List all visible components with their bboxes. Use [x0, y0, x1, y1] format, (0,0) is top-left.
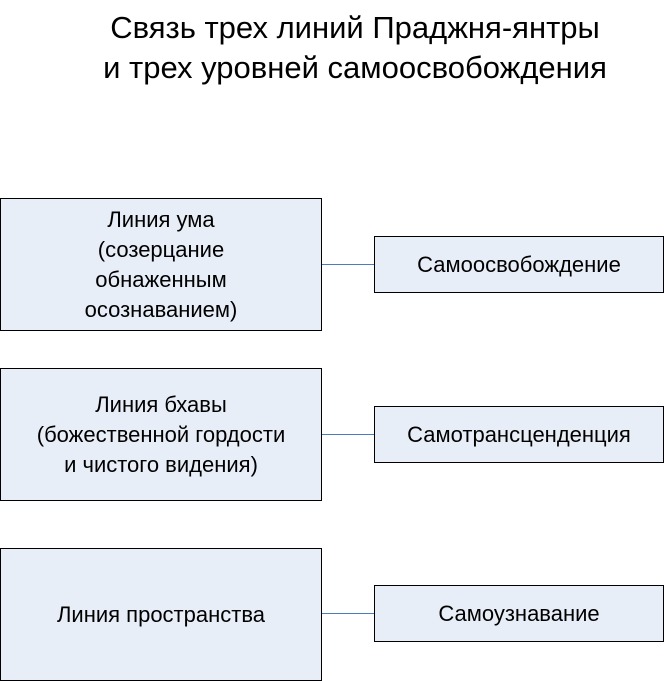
line-of-bhava-box: Линия бхавы (божественной гордости и чис… [0, 368, 322, 501]
box-text: Самоузнавание [438, 600, 600, 626]
connector-1 [322, 264, 374, 265]
box-text: Самотрансценденция [407, 421, 631, 447]
box-text: Линия ума [107, 206, 215, 232]
self-transcendence-box: Самотрансценденция [374, 406, 664, 463]
box-text: (созерцание [97, 236, 225, 262]
title-line-1: Связь трех линий Праджня-янтры [110, 10, 600, 45]
connector-3 [322, 613, 374, 614]
box-text: обнаженным [95, 266, 227, 292]
self-liberation-box: Самоосвобождение [374, 236, 664, 293]
box-text: (божественной гордости [36, 421, 286, 447]
box-text: Самоосвобождение [417, 251, 621, 277]
diagram-title: Связь трех линий Праджня-янтры и трех ур… [40, 8, 664, 88]
title-line-2: и трех уровней самоосвобождения [103, 50, 607, 85]
box-text: осознаванием) [84, 296, 238, 322]
box-text: Линия пространства [56, 601, 266, 627]
self-recognition-box: Самоузнавание [374, 585, 664, 642]
box-text: Линия бхавы [95, 391, 227, 417]
connector-2 [322, 434, 374, 435]
box-text: и чистого видения) [64, 451, 258, 477]
line-of-space-box: Линия пространства [0, 548, 322, 681]
line-of-mind-box: Линия ума (созерцание обнаженным осознав… [0, 198, 322, 331]
